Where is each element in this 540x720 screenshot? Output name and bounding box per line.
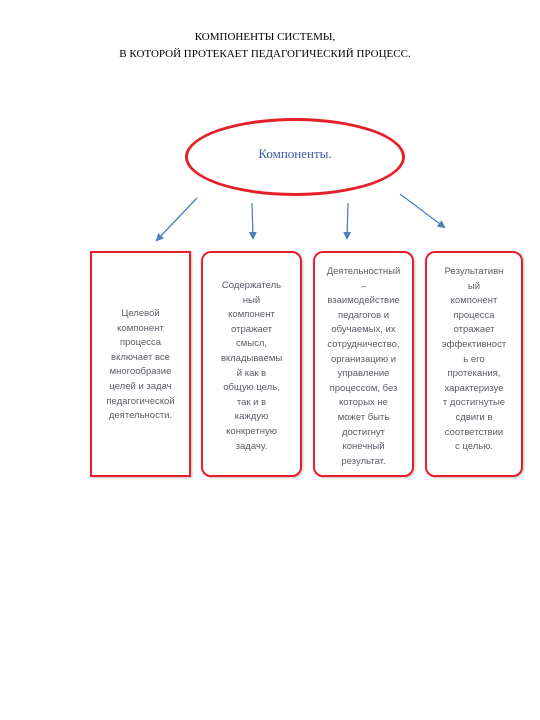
- content-component-box: Содержатель ный компонент отражает смысл…: [201, 251, 302, 477]
- central-label: Компоненты.: [258, 146, 332, 161]
- content-component-text: Содержатель ный компонент отражает смысл…: [220, 280, 283, 452]
- goal-component-text: Целевой компонент процесса включает все …: [106, 308, 175, 422]
- diagram-title-line-1: КОМПОНЕНТЫ СИСТЕМЫ,: [194, 31, 336, 43]
- central-ellipse: Компоненты.: [185, 118, 405, 196]
- arrow-to-result: [399, 193, 446, 229]
- diagram-title-line-2: В КОТОРОЙ ПРОТЕКАЕТ ПЕДАГОГИЧЕСКИЙ ПРОЦЕ…: [119, 48, 411, 60]
- activity-component-text: Деятельностный – взаимодействие педагого…: [326, 266, 401, 467]
- arrow-to-goal: [155, 197, 198, 242]
- goal-component-box: Целевой компонент процесса включает все …: [90, 251, 191, 477]
- result-component-text: Результативн ый компонент процесса отраж…: [441, 266, 507, 453]
- arrow-to-activity: [343, 202, 352, 240]
- activity-component-box: Деятельностный – взаимодействие педагого…: [313, 251, 414, 477]
- result-component-box: Результативн ый компонент процесса отраж…: [425, 251, 523, 477]
- arrow-to-content: [248, 202, 257, 240]
